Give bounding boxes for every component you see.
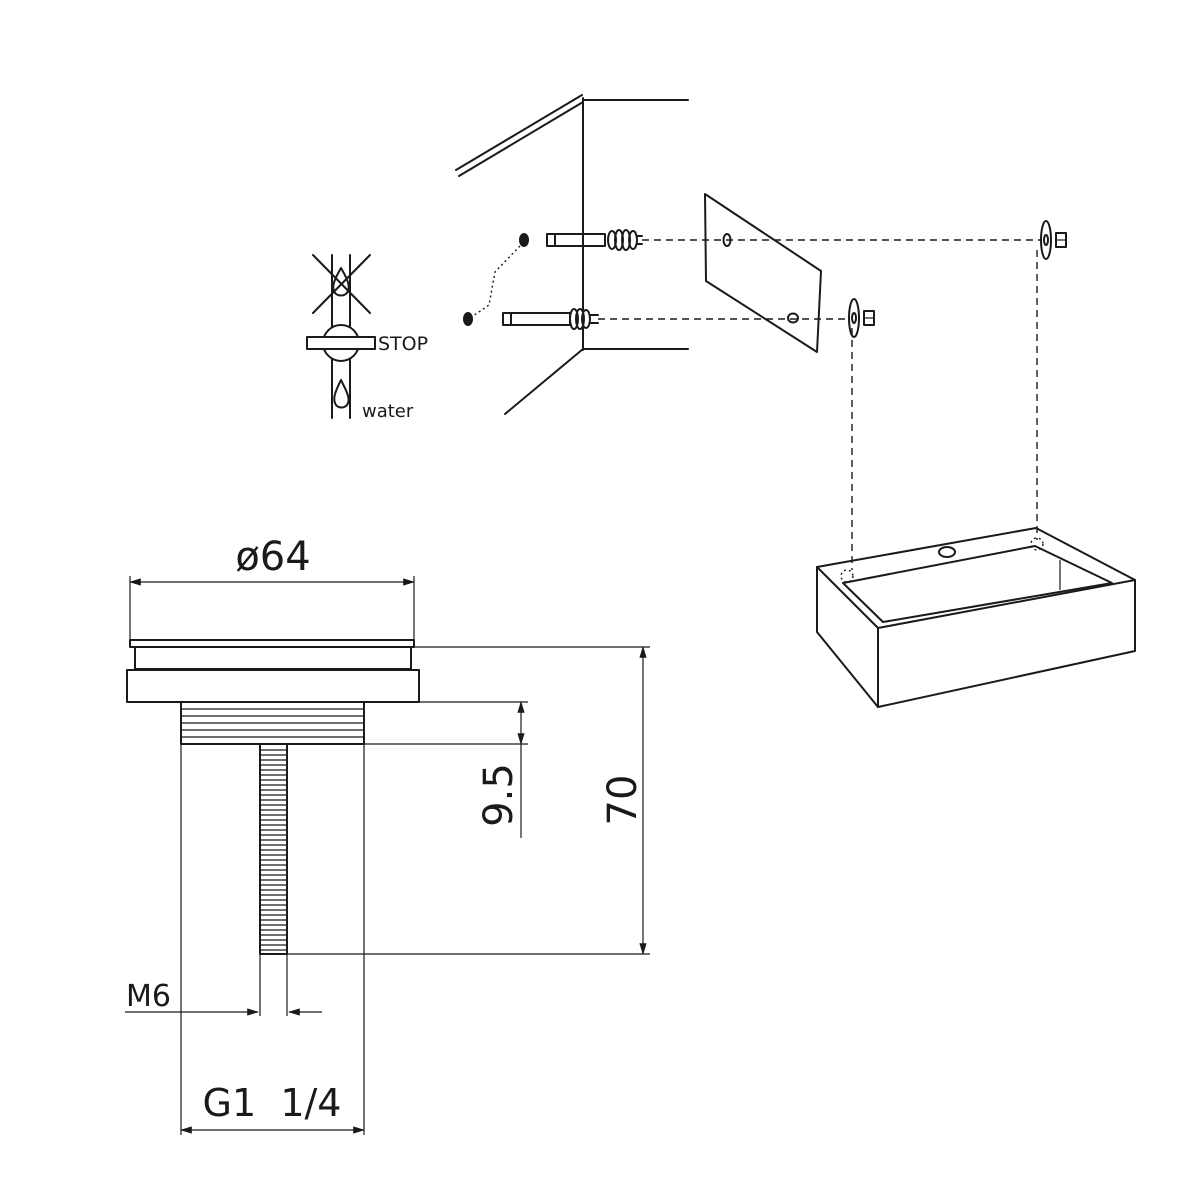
- stop-label: STOP: [378, 333, 428, 355]
- wall-section: [455, 94, 689, 415]
- diameter-value: ø64: [235, 534, 310, 580]
- drill-hole-upper: [519, 233, 529, 247]
- water-label: water: [362, 401, 414, 422]
- drill-hole-connector: [472, 245, 521, 317]
- mounting-plate: [704, 193, 822, 353]
- bolt-value: M6: [126, 979, 171, 1014]
- anchor-bolt-upper: [546, 229, 643, 251]
- thread-length-value: 9.5: [476, 763, 522, 827]
- height-value: 70: [600, 775, 646, 826]
- thread-value: G1 1/4: [203, 1081, 342, 1125]
- water-stop-icon: [306, 254, 376, 419]
- washer-nut-upper: [1040, 220, 1067, 260]
- basin: [816, 527, 1136, 708]
- drill-hole-lower: [463, 312, 473, 326]
- anchor-bolt-lower: [502, 308, 599, 330]
- washer-nut-lower: [848, 298, 875, 338]
- waste-valve: [126, 639, 420, 955]
